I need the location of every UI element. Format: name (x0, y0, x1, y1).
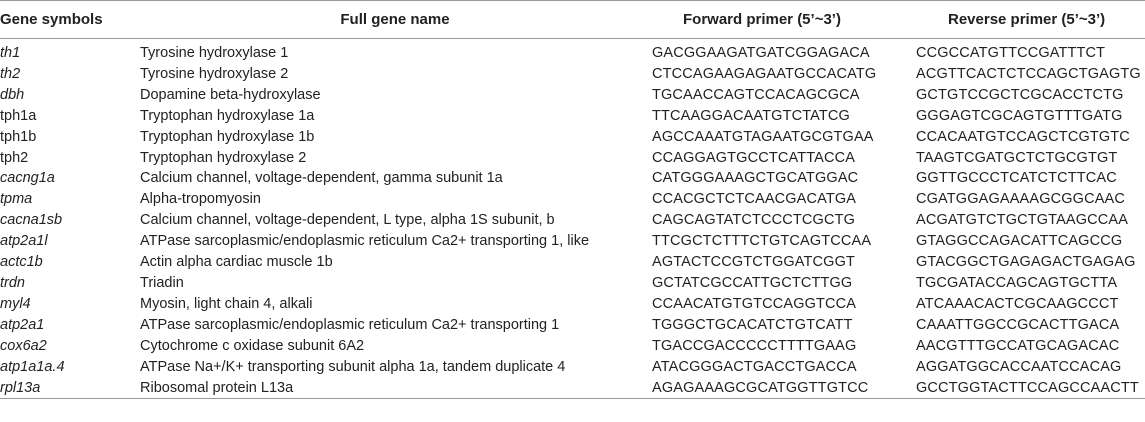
gene-symbol-cell: cacna1sb (0, 212, 63, 229)
forward-primer-cell: CCACGCTCTCAACGACATGA (652, 191, 857, 208)
table-row: cacna1sb Calcium channel, voltage-depende… (0, 210, 1145, 231)
reverse-primer-cell: GTACGGCTGAGAGACTGAGAG (916, 254, 1136, 271)
gene-symbol-cell: tpma (0, 191, 33, 208)
header-row: Gene symbols Full gene name Forward prim… (0, 0, 1145, 39)
table-row: cacng1a Calcium channel, voltage-dependen… (0, 168, 1145, 189)
gene-symbol-cell: cacng1a (0, 170, 55, 187)
full-gene-name-cell: ATPase sarcoplasmic/endoplasmic reticulu… (140, 316, 560, 333)
gene-symbol-cell: tph1b (0, 128, 37, 145)
forward-primer-cell: CCAGGAGTGCCTCATTACCA (652, 149, 856, 166)
header-full-gene-name: Full gene name (140, 0, 650, 39)
forward-primer-cell: ATACGGGACTGACCTGACCA (652, 358, 857, 375)
full-gene-name-cell: ATPase Na+/K+ transporting subunit alpha… (140, 358, 566, 375)
reverse-primer-cell: CCACAATGTCCAGCTCGTGTC (916, 128, 1130, 145)
forward-primer-cell: CAGCAGTATCTCCCTCGCTG (652, 212, 856, 229)
forward-primer-cell: AGTACTCCGTCTGGATCGGT (652, 254, 856, 271)
gene-symbol-cell: tph1a (0, 107, 37, 124)
reverse-primer-cell: GGTTGCCCTCATCTCTTCAC (916, 170, 1117, 187)
full-gene-name-cell: Dopamine beta-hydroxylase (140, 86, 321, 103)
table-row: tph1b Tryptophan hydroxylase 1b AGCCAAATGT… (0, 127, 1145, 148)
forward-primer-cell: TTCAAGGACAATGTCTATCG (652, 107, 850, 124)
reverse-primer-cell: AGGATGGCACCAATCCACAG (916, 358, 1122, 375)
reverse-primer-cell: CGATGGAGAAAAGCGGCAAC (916, 191, 1125, 208)
full-gene-name-cell: Tryptophan hydroxylase 1a (140, 107, 315, 124)
gene-symbol-cell: rpl13a (0, 377, 140, 400)
forward-primer-cell: CATGGGAAAGCTGCATGGAC (652, 170, 859, 187)
full-gene-name-cell: Actin alpha cardiac muscle 1b (140, 254, 333, 271)
primer-table: Gene symbols Full gene name Forward prim… (0, 0, 1145, 400)
table-row: th2 Tyrosine hydroxylase 2 CTCCAGAAGAGAATG… (0, 64, 1145, 85)
table-row: actc1b Actin alpha cardiac muscle 1b AGTAC… (0, 252, 1145, 273)
forward-primer-cell: TGGGCTGCACATCTGTCATT (652, 316, 853, 333)
gene-symbol-cell: th2 (0, 65, 21, 82)
table-row: atp1a1a.4 ATPase Na+/K+ transporting subu… (0, 357, 1145, 378)
gene-symbol-cell: tph2 (0, 149, 29, 166)
full-gene-name-cell: Myosin, light chain 4, alkali (140, 295, 313, 312)
gene-symbol-cell: actc1b (0, 254, 43, 271)
full-gene-name-cell: Tyrosine hydroxylase 1 (140, 45, 289, 61)
header-gene-symbols: Gene symbols (0, 0, 140, 39)
full-gene-name-cell: Tryptophan hydroxylase 2 (140, 149, 307, 166)
full-gene-name-cell: Calcium channel, voltage-dependent, gamm… (140, 170, 503, 187)
forward-primer-cell: AGAGAAAGCGCATGGTTGTCC (650, 377, 915, 400)
gene-symbol-cell: atp2a1 (0, 316, 45, 333)
gene-symbol-cell: th1 (0, 45, 21, 61)
full-gene-name-cell: Cytochrome c oxidase subunit 6A2 (140, 337, 365, 354)
table-header: Gene symbols Full gene name Forward prim… (0, 0, 1145, 39)
forward-primer-cell: GACGGAAGATGATCGGAGACA (652, 45, 870, 61)
header-reverse-primer: Reverse primer (5’~3’) (915, 0, 1145, 39)
reverse-primer-cell: TGCGATACCAGCAGTGCTTA (916, 274, 1118, 291)
gene-symbol-cell: atp2a1l (0, 233, 48, 250)
table-row: tph2 Tryptophan hydroxylase 2 CCAGGAGTGCCT… (0, 148, 1145, 169)
table-row: dbh Dopamine beta-hydroxylase TGCAACCAGTCC… (0, 85, 1145, 106)
reverse-primer-cell: ATCAAACACTCGCAAGCCCT (916, 295, 1119, 312)
gene-symbol-cell: atp1a1a.4 (0, 358, 65, 375)
forward-primer-cell: CCAACATGTGTCCAGGTCCA (652, 295, 857, 312)
reverse-primer-cell: GCTGTCCGCTCGCACCTCTG (916, 86, 1124, 103)
table-row: myl4 Myosin, light chain 4, alkali CCAACAT… (0, 294, 1145, 315)
full-gene-name-cell: Alpha-tropomyosin (140, 191, 261, 208)
table-row: th1 Tyrosine hydroxylase 1 GACGGAAGATGATCG… (0, 39, 1145, 64)
reverse-primer-cell: TAAGTCGATGCTCTGCGTGT (916, 149, 1118, 166)
gene-symbol-cell: dbh (0, 86, 25, 103)
table-row: trdn Triadin GCTATCGCCATTGCTCTTGG TGCGATACC… (0, 273, 1145, 294)
full-gene-name-cell: Tryptophan hydroxylase 1b (140, 128, 315, 145)
table-row: atp2a1l ATPase sarcoplasmic/endoplasmic r… (0, 231, 1145, 252)
full-gene-name-cell: Ribosomal protein L13a (140, 377, 650, 400)
reverse-primer-cell: CAAATTGGCCGCACTTGACA (916, 316, 1120, 333)
header-forward-primer: Forward primer (5’~3’) (650, 0, 915, 39)
reverse-primer-cell: CCGCCATGTTCCGATTTCT (916, 45, 1106, 61)
table-row: cox6a2 Cytochrome c oxidase subunit 6A2 TG… (0, 336, 1145, 357)
gene-symbol-cell: trdn (0, 274, 25, 291)
forward-primer-cell: TGCAACCAGTCCACAGCGCA (652, 86, 860, 103)
reverse-primer-cell: AACGTTTGCCATGCAGACAC (916, 337, 1120, 354)
reverse-primer-cell: ACGATGTCTGCTGTAAGCCAA (916, 212, 1129, 229)
reverse-primer-cell: GCCTGGTACTTCCAGCCAACTT (915, 377, 1145, 400)
table-body: th1 Tyrosine hydroxylase 1 GACGGAAGATGATCG… (0, 39, 1145, 400)
reverse-primer-cell: ACGTTCACTCTCCAGCTGAGTG (916, 65, 1141, 82)
table-row: atp2a1 ATPase sarcoplasmic/endoplasmic re… (0, 315, 1145, 336)
forward-primer-cell: GCTATCGCCATTGCTCTTGG (652, 274, 853, 291)
forward-primer-cell: AGCCAAATGTAGAATGCGTGAA (652, 128, 874, 145)
full-gene-name-cell: Triadin (140, 274, 184, 291)
reverse-primer-cell: GGGAGTCGCAGTGTTTGATG (916, 107, 1123, 124)
gene-symbol-cell: cox6a2 (0, 337, 47, 354)
gene-symbol-cell: myl4 (0, 295, 31, 312)
full-gene-name-cell: ATPase sarcoplasmic/endoplasmic reticulu… (140, 233, 590, 250)
forward-primer-cell: CTCCAGAAGAGAATGCCACATG (652, 65, 877, 82)
forward-primer-cell: TTCGCTCTTTCTGTCAGTCCAA (652, 233, 872, 250)
full-gene-name-cell: Calcium channel, voltage-dependent, L ty… (140, 212, 555, 229)
reverse-primer-cell: GTAGGCCAGACATTCAGCCG (916, 233, 1123, 250)
forward-primer-cell: TGACCGACCCCCTTTTGAAG (652, 337, 857, 354)
full-gene-name-cell: Tyrosine hydroxylase 2 (140, 65, 289, 82)
table-row: tph1a Tryptophan hydroxylase 1a TTCAAGGACA… (0, 106, 1145, 127)
table-row: tpma Alpha-tropomyosin CCACGCTCTCAACGACATG… (0, 189, 1145, 210)
